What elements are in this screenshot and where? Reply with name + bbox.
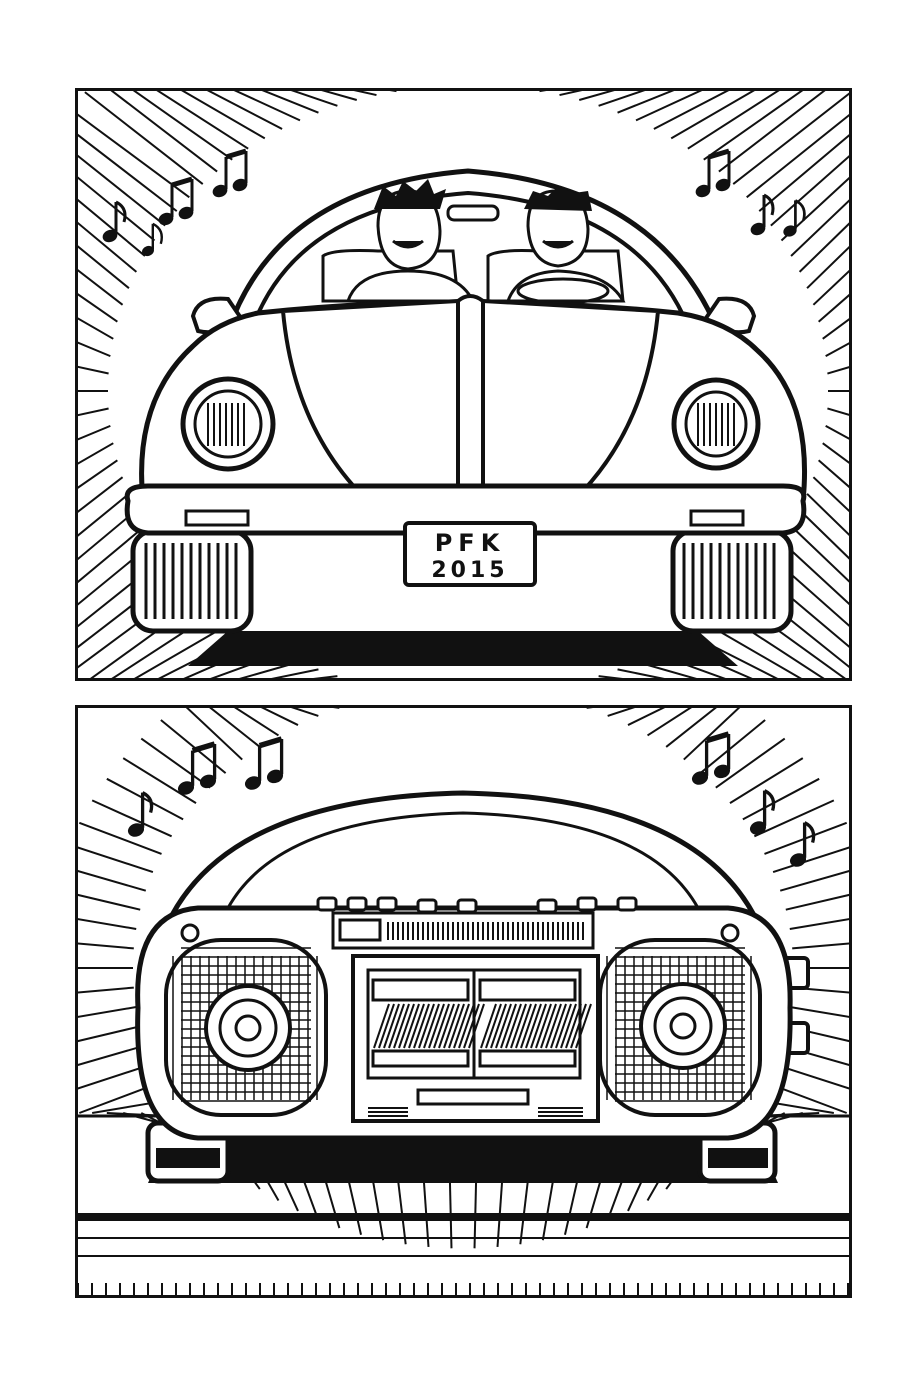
rearview-mirror: [446, 204, 500, 222]
cassette-deck: [351, 954, 600, 1123]
right-front-tire: [670, 528, 794, 634]
hood-center-ridge: [456, 294, 485, 496]
plate-line-1: PFK: [435, 529, 506, 557]
ground-shadow: [188, 631, 738, 666]
left-headlight: [180, 376, 276, 472]
front-bumper: [124, 483, 807, 536]
license-plate: PFK 2015: [403, 521, 537, 587]
driver-figure: [505, 186, 626, 305]
beetle-car-illustration: PFK 2015: [78, 91, 849, 678]
road-stripe: [78, 1213, 849, 1221]
right-speaker-icon: [598, 938, 762, 1117]
right-headlight: [671, 377, 761, 471]
left-front-tire: [130, 528, 254, 634]
music-notes: [102, 148, 806, 257]
music-notes: [127, 731, 816, 867]
top-buttons: [316, 896, 638, 914]
plate-line-2: 2015: [431, 558, 508, 583]
passenger-figure: [345, 179, 476, 303]
left-speaker-icon: [164, 938, 328, 1117]
ground-shadow: [148, 1138, 778, 1183]
left-turn-signal: [184, 509, 250, 527]
boombox-car-illustration: [78, 708, 849, 1295]
right-turn-signal: [689, 509, 745, 527]
comic-panel-1: PFK 2015: [75, 88, 852, 681]
rear-window: [225, 811, 701, 910]
comic-panel-2: [75, 705, 852, 1298]
road-hatching: [78, 1283, 849, 1295]
